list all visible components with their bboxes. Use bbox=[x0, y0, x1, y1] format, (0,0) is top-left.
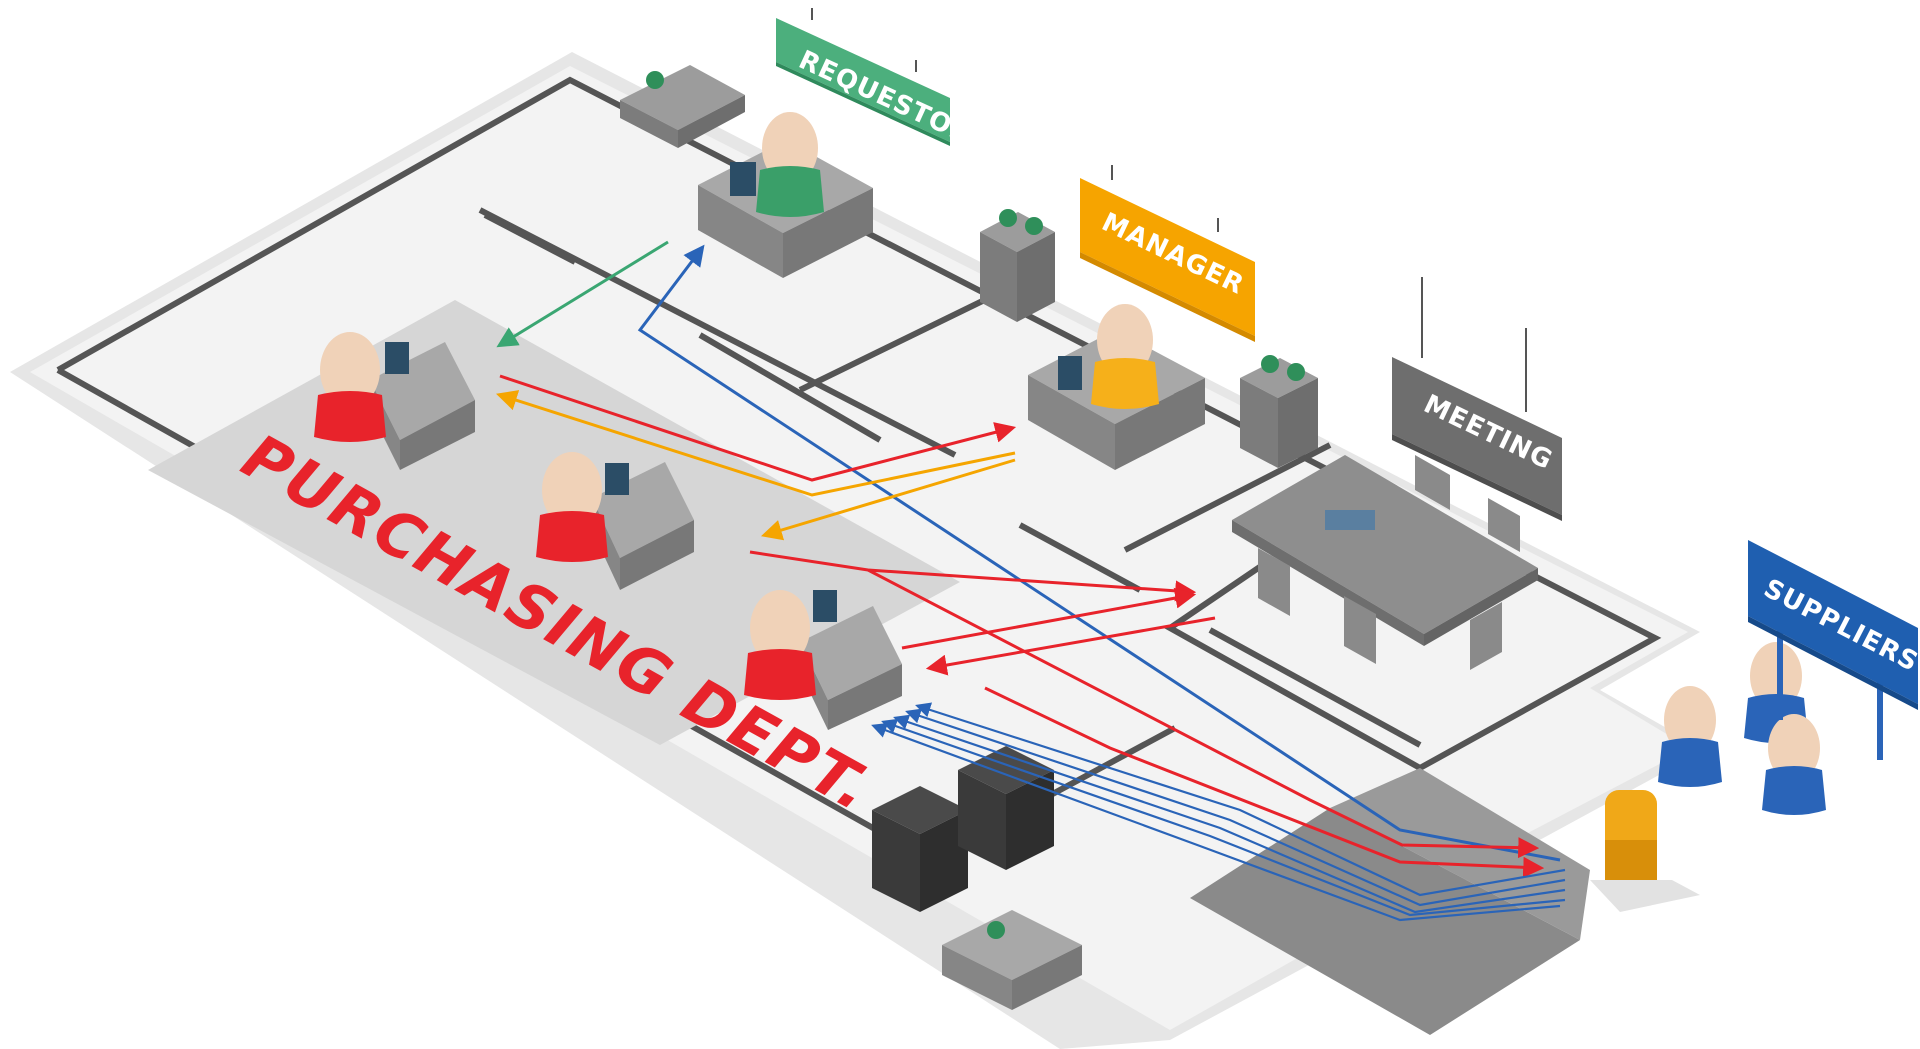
filing-cabinets bbox=[620, 65, 745, 148]
meeting-sign: MEETING bbox=[1392, 277, 1562, 521]
supplier-person-3 bbox=[1762, 714, 1826, 815]
reception-counter bbox=[942, 910, 1082, 1010]
meeting-cabinet bbox=[1240, 355, 1318, 468]
supplier-person-2 bbox=[1744, 642, 1808, 743]
purchasing-person-1 bbox=[314, 332, 386, 442]
entrance-zone bbox=[1190, 808, 1580, 1035]
requestor-person bbox=[756, 112, 824, 217]
purchasing-person-2 bbox=[536, 452, 608, 562]
manager-person bbox=[1091, 304, 1159, 409]
printer-1 bbox=[872, 786, 968, 912]
meeting-table bbox=[1232, 455, 1538, 670]
mailbox bbox=[1590, 790, 1700, 912]
supplier-person-1 bbox=[1658, 686, 1722, 787]
manager-cabinet bbox=[980, 209, 1055, 322]
flow-arrows bbox=[496, 240, 1566, 922]
purchasing-person-3 bbox=[744, 590, 816, 700]
printer-2 bbox=[958, 746, 1054, 870]
